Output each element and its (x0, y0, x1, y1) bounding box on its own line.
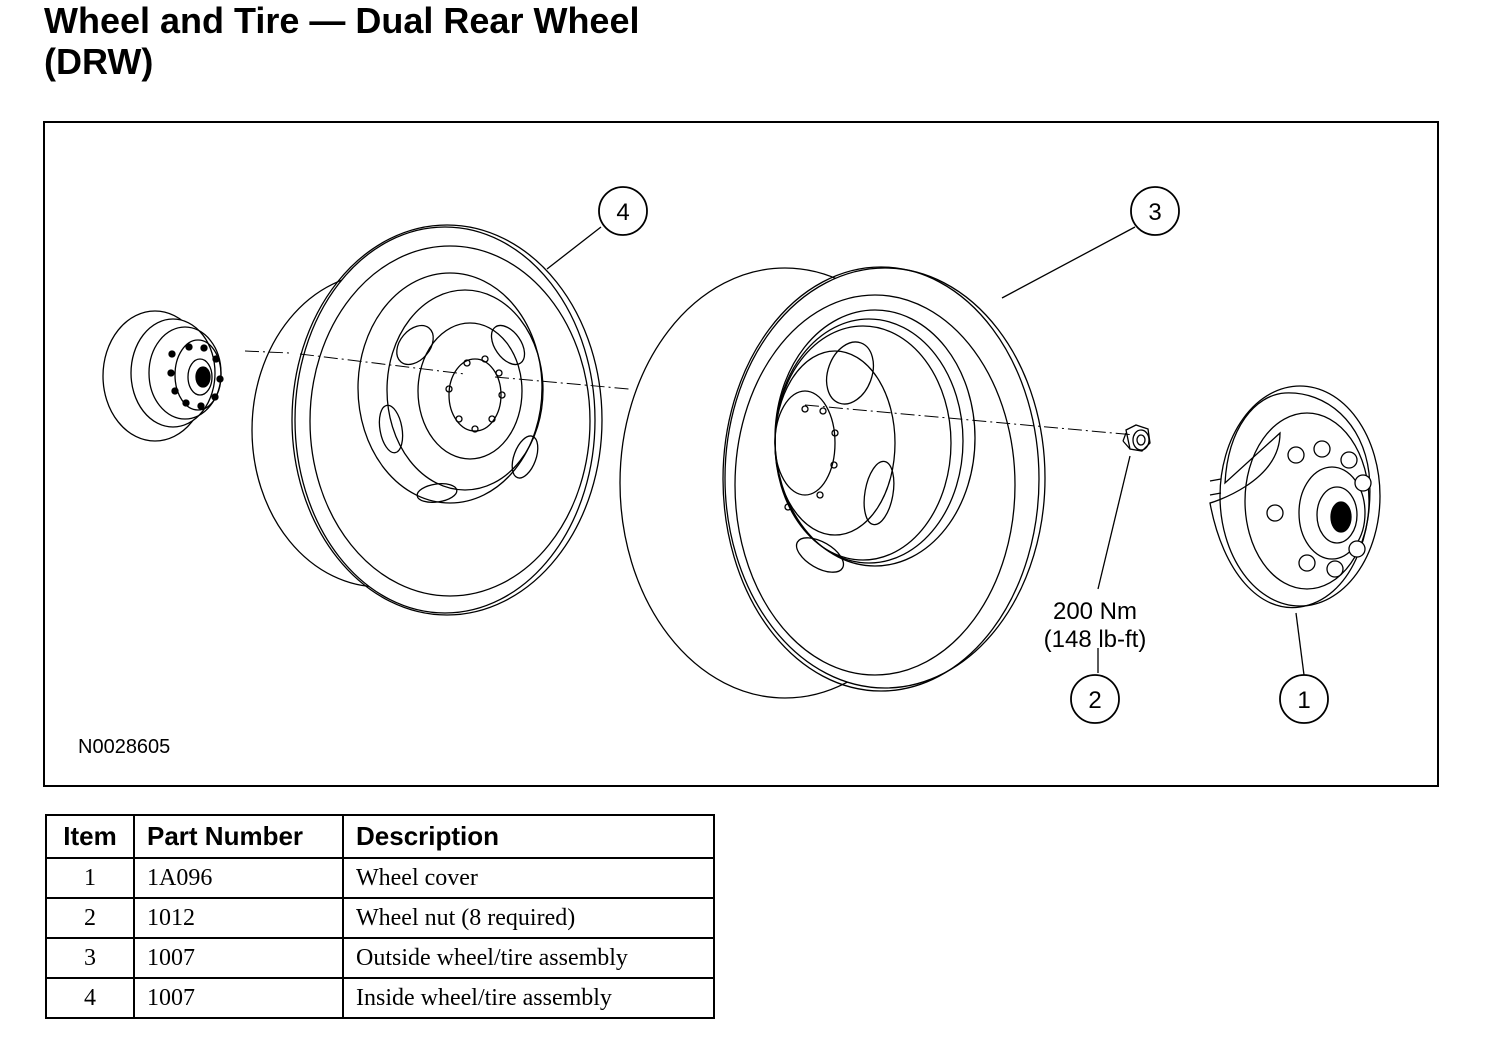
cell-description: Wheel nut (8 required) (342, 897, 715, 939)
inside-wheel-tire (251, 224, 603, 616)
callout-label-3: 3 (1148, 199, 1161, 226)
leader-4 (546, 226, 602, 270)
callout-circle-4 (598, 186, 648, 236)
table-row: 1 1A096 Wheel cover (45, 857, 715, 899)
callout-circle-2 (1070, 674, 1120, 724)
wheel-assembly-drawing: 4 3 2 1 (102, 186, 1381, 724)
table-row: 2 1012 Wheel nut (8 required) (45, 897, 715, 939)
hub-drum (102, 310, 224, 442)
cell-part-number: 1A096 (133, 857, 344, 899)
table-header-row: Item Part Number Description (45, 814, 715, 859)
cell-description: Inside wheel/tire assembly (342, 977, 715, 1019)
cell-description: Outside wheel/tire assembly (342, 937, 715, 979)
cell-item: 4 (45, 977, 135, 1019)
callout-label-4: 4 (616, 199, 629, 226)
cell-part-number: 1012 (133, 897, 344, 939)
parts-table: Item Part Number Description 1 1A096 Whe… (45, 814, 715, 1019)
callout-label-2: 2 (1088, 687, 1101, 714)
page-title: Wheel and Tire — Dual Rear Wheel (DRW) (44, 0, 639, 82)
illustration-code: N0028605 (78, 736, 171, 758)
exploded-view-diagram: 4 3 2 1 200 Nm (148 lb-ft) N0028605 (43, 121, 1439, 787)
cell-item: 2 (45, 897, 135, 939)
torque-spec: 200 Nm (148 lb-ft) (1030, 598, 1160, 654)
title-line-2: (DRW) (44, 41, 154, 82)
table-row: 4 1007 Inside wheel/tire assembly (45, 977, 715, 1019)
leader-3 (1001, 226, 1136, 299)
wheel-nut (1122, 424, 1151, 452)
torque-nm: 200 Nm (1052, 598, 1138, 625)
header-description: Description (342, 814, 715, 859)
cell-item: 1 (45, 857, 135, 899)
cell-part-number: 1007 (133, 977, 344, 1019)
leader-2-upper (1097, 455, 1131, 590)
callout-circle-3 (1130, 186, 1180, 236)
callout-label-1: 1 (1297, 687, 1310, 714)
cell-item: 3 (45, 937, 135, 979)
callout-circle-1 (1279, 674, 1329, 724)
torque-lbft: (148 lb-ft) (1043, 626, 1147, 653)
header-part-number: Part Number (133, 814, 344, 859)
cell-description: Wheel cover (342, 857, 715, 899)
title-line-1: Wheel and Tire — Dual Rear Wheel (44, 0, 640, 41)
table-row: 3 1007 Outside wheel/tire assembly (45, 937, 715, 979)
wheel-cover (1209, 385, 1381, 609)
outside-wheel-tire (619, 266, 1046, 699)
leader-1 (1295, 612, 1305, 676)
cell-part-number: 1007 (133, 937, 344, 979)
header-item: Item (45, 814, 135, 859)
